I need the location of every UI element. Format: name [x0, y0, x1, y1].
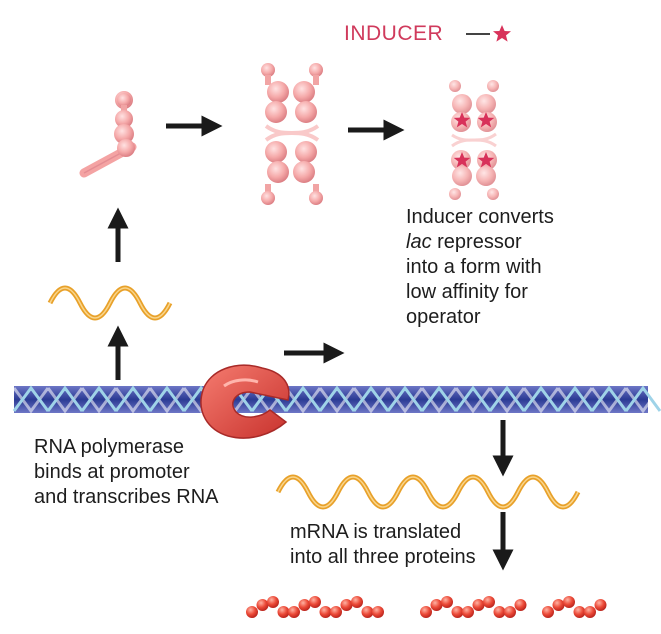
mrna-strand-icon	[47, 285, 173, 321]
inducer-star-icon	[453, 112, 471, 128]
inducer-bound-repressor-icon	[449, 80, 499, 200]
amino-acid-bead	[340, 599, 353, 611]
inducer-caption-line3: into a form with	[406, 256, 542, 278]
amino-acid-bead	[584, 606, 596, 618]
protein-chains	[246, 596, 607, 618]
protein-chain-icon	[246, 596, 384, 618]
inducer-star-icon	[477, 112, 495, 128]
protein-chain-icon	[542, 596, 607, 618]
amino-acid-bead	[420, 606, 432, 618]
inducer-star-icon	[453, 152, 471, 168]
amino-acid-bead	[563, 596, 575, 608]
inducer-label: INDUCER	[344, 22, 444, 45]
amino-acid-bead	[472, 599, 485, 611]
amino-acid-bead	[573, 606, 586, 618]
inducer-caption: Inducer converts lac repressor into a fo…	[406, 205, 554, 330]
bound-inducer-stars	[453, 112, 495, 168]
amino-acid-bead	[542, 606, 554, 618]
amino-acid-bead	[288, 606, 300, 618]
inducer-star-icon	[493, 25, 511, 42]
polymerase-caption-line1: RNA polymerase	[34, 436, 185, 458]
dna-helix-icon	[12, 385, 661, 414]
inducer-star-icon	[477, 152, 495, 168]
translation-caption: mRNA is translated into all three protei…	[290, 520, 476, 570]
lac-italic: lac	[406, 231, 432, 253]
amino-acid-bead	[372, 606, 384, 618]
translation-caption-line2: into all three proteins	[290, 546, 476, 568]
amino-acid-bead	[361, 606, 374, 618]
amino-acid-bead	[504, 606, 516, 618]
amino-acid-bead	[430, 599, 443, 611]
translation-caption-line1: mRNA is translated	[290, 521, 462, 543]
polymerase-caption-line2: binds at promoter	[34, 461, 190, 483]
amino-acid-bead	[594, 599, 607, 611]
amino-acid-bead	[256, 599, 269, 611]
amino-acid-bead	[483, 596, 495, 608]
repressor-monomer-icon	[79, 91, 137, 178]
polymerase-caption: RNA polymerase binds at promoter and tra…	[34, 435, 219, 510]
amino-acid-bead	[246, 606, 258, 618]
polymerase-caption-line3: and transcribes RNA	[34, 486, 219, 508]
mrna-strand-icon	[275, 474, 581, 510]
inducer-caption-line1: Inducer converts	[406, 206, 554, 228]
inducer-caption-line2: lac repressor	[406, 230, 554, 255]
amino-acid-bead	[441, 596, 453, 608]
amino-acid-bead	[493, 606, 506, 618]
rna-polymerase-icon	[200, 364, 290, 439]
inducer-caption-line5: operator	[406, 306, 481, 328]
amino-acid-bead	[462, 606, 474, 618]
amino-acid-bead	[330, 606, 342, 618]
amino-acid-bead	[319, 606, 332, 618]
amino-acid-bead	[514, 599, 527, 611]
inducer-caption-line4: low affinity for	[406, 281, 528, 303]
amino-acid-bead	[451, 606, 464, 618]
flow-arrows	[107, 115, 514, 571]
protein-chain-icon	[420, 596, 527, 618]
repressor-tetramer-icon	[261, 63, 323, 205]
amino-acid-bead	[267, 596, 279, 608]
inducer-caption-line2-rest: repressor	[431, 231, 522, 253]
amino-acid-bead	[351, 596, 363, 608]
amino-acid-bead	[552, 599, 565, 611]
amino-acid-bead	[309, 596, 321, 608]
amino-acid-bead	[277, 606, 290, 618]
inducer-legend	[466, 25, 511, 42]
amino-acid-bead	[298, 599, 311, 611]
